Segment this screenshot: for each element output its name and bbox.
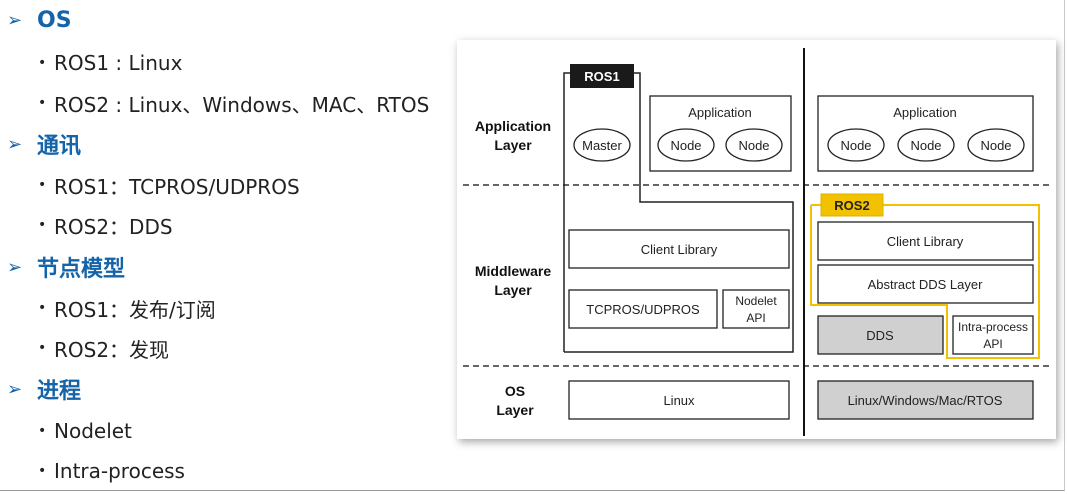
ros1-master-label: Master <box>582 138 622 153</box>
list-item: • ROS2：发现 <box>38 333 169 363</box>
ros2-node <box>827 128 885 162</box>
list-item: • Nodelet <box>38 416 132 446</box>
ros1-master-node <box>573 128 631 162</box>
arrow-bullet-icon: ➢ <box>7 378 23 400</box>
ros2-os-label: Linux/Windows/Mac/RTOS <box>848 393 1003 408</box>
architecture-svg: Application Layer Middleware Layer OS La… <box>463 48 1049 436</box>
list-item: • Intra-process <box>38 456 185 486</box>
ros2-application-label: Application <box>893 105 957 120</box>
list-item-text: ROS2 : Linux、Windows、MAC、RTOS <box>54 92 430 117</box>
ros2-dds-label: DDS <box>866 328 894 343</box>
ros1-node <box>657 128 715 162</box>
section-title: 通讯 <box>37 134 82 159</box>
dot-bullet-icon: • <box>38 300 47 316</box>
arrow-bullet-icon: ➢ <box>7 133 23 155</box>
list-item-text: ROS1：发布/订阅 <box>54 297 216 322</box>
list-item: • ROS1 : Linux <box>38 48 182 78</box>
layer-label-os-1: OS <box>505 383 525 399</box>
ros2-os-box <box>817 380 1034 420</box>
ros2-node <box>897 128 955 162</box>
ros1-node-label: Node <box>738 138 769 153</box>
ros2-tag <box>820 193 884 217</box>
section-communication: ➢ 通讯 <box>7 127 81 161</box>
arrow-bullet-icon: ➢ <box>7 256 23 278</box>
ros2-boundary <box>810 204 1040 359</box>
ros1-os-label: Linux <box>663 393 695 408</box>
ros1-tag-label: ROS1 <box>584 69 619 84</box>
section-node-model: ➢ 节点模型 <box>7 250 125 284</box>
list-item-text: Nodelet <box>54 419 132 443</box>
ros1-transport-box <box>568 289 718 329</box>
section-process: ➢ 进程 <box>7 372 81 406</box>
section-title: 节点模型 <box>37 257 126 282</box>
ros2-node <box>967 128 1025 162</box>
list-item: • ROS2：DDS <box>38 210 173 240</box>
section-title: 进程 <box>37 379 82 404</box>
layer-label-application-1: Application <box>475 118 551 134</box>
ros1-application-label: Application <box>688 105 752 120</box>
list-item: • ROS1：TCPROS/UDPROS <box>38 170 300 200</box>
dot-bullet-icon: • <box>38 95 47 111</box>
ros1-node <box>725 128 783 162</box>
ros2-node-label: Node <box>910 138 941 153</box>
list-item: • ROS1：发布/订阅 <box>38 293 216 323</box>
ros1-nodelet-label-1: Nodelet <box>735 294 777 308</box>
list-item-text: ROS2：发现 <box>54 337 170 362</box>
ros2-client-library-label: Client Library <box>887 234 964 249</box>
layer-label-middleware-1: Middleware <box>475 263 551 279</box>
ros2-node-label: Node <box>980 138 1011 153</box>
ros2-intra-process-label-1: Intra-process <box>958 320 1028 334</box>
dot-bullet-icon: • <box>38 463 47 479</box>
dot-bullet-icon: • <box>38 340 47 356</box>
ros2-abstract-dds-box <box>817 264 1034 304</box>
dot-bullet-icon: • <box>38 177 47 193</box>
dot-bullet-icon: • <box>38 423 47 439</box>
ros1-transport-label: TCPROS/UDPROS <box>586 302 700 317</box>
ros2-intra-process-api-box <box>952 315 1034 355</box>
ros2-client-library-box <box>817 221 1034 261</box>
ros2-dds-box <box>817 315 944 355</box>
ros1-nodelet-api-box <box>722 289 790 329</box>
list-item-text: Intra-process <box>54 459 185 483</box>
list-item: • ROS2 : Linux、Windows、MAC、RTOS <box>38 88 429 118</box>
list-item-text: ROS1 : Linux <box>54 51 183 75</box>
ros1-os-box <box>568 380 790 420</box>
ros1-client-library-label: Client Library <box>641 242 718 257</box>
dot-bullet-icon: • <box>38 55 47 71</box>
ros1-vs-ros2-architecture-diagram: Application Layer Middleware Layer OS La… <box>457 40 1056 439</box>
ros1-node-label: Node <box>670 138 701 153</box>
section-os: ➢ OS <box>7 3 72 37</box>
dot-bullet-icon: • <box>38 217 47 233</box>
layer-label-os-2: Layer <box>496 402 534 418</box>
ros1-nodelet-label-2: API <box>746 311 765 325</box>
ros2-tag-label: ROS2 <box>834 198 869 213</box>
section-title: OS <box>37 7 72 33</box>
layer-label-middleware-2: Layer <box>494 282 532 298</box>
ros2-intra-process-label-2: API <box>983 337 1002 351</box>
ros2-abstract-dds-label: Abstract DDS Layer <box>868 277 984 292</box>
arrow-bullet-icon: ➢ <box>7 9 23 31</box>
list-item-text: ROS1：TCPROS/UDPROS <box>54 174 300 199</box>
ros2-node-label: Node <box>840 138 871 153</box>
ros1-client-library-box <box>568 229 790 269</box>
ros1-tag <box>570 64 634 88</box>
layer-label-application-2: Layer <box>494 137 532 153</box>
list-item-text: ROS2：DDS <box>54 214 173 239</box>
ros1-boundary <box>563 72 794 353</box>
